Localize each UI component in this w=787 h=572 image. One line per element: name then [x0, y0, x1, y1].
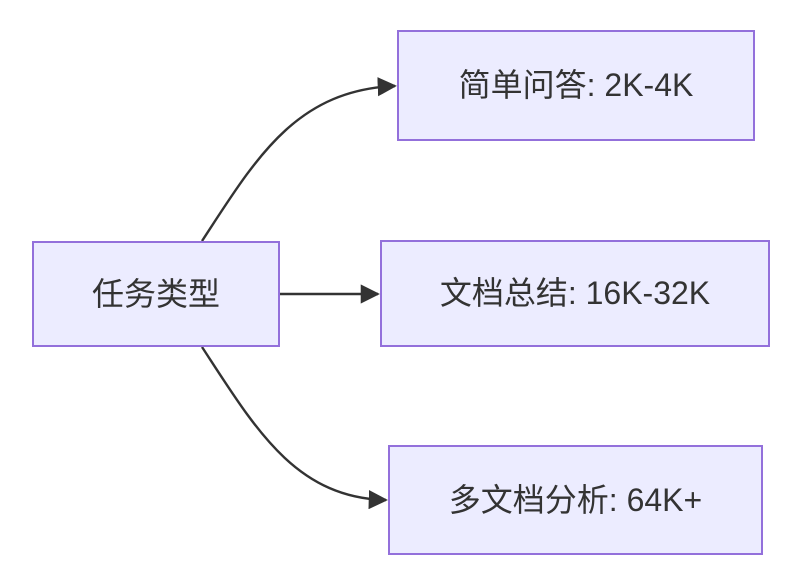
- node-simple-qa-label: 简单问答: 2K-4K: [458, 67, 694, 104]
- node-multidoc-analysis-label: 多文档分析: 64K+: [448, 481, 703, 518]
- node-doc-summary: 文档总结: 16K-32K: [380, 240, 770, 347]
- edge-root-to-qa: [200, 77, 397, 242]
- node-task-type-label: 任务类型: [91, 275, 220, 312]
- node-multidoc-analysis: 多文档分析: 64K+: [388, 445, 763, 555]
- node-task-type: 任务类型: [32, 241, 280, 347]
- node-doc-summary-label: 文档总结: 16K-32K: [439, 275, 711, 312]
- edge-root-to-multidoc: [200, 346, 388, 510]
- node-simple-qa: 简单问答: 2K-4K: [397, 30, 755, 141]
